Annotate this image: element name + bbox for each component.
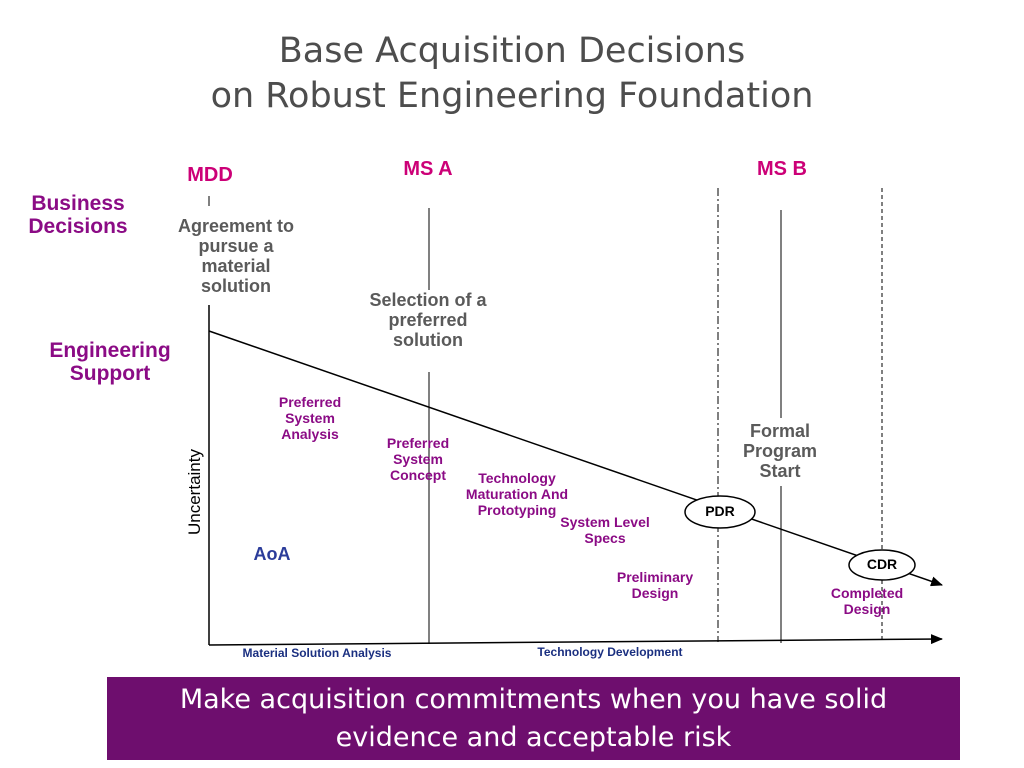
business-decisions-label: Business Decisions xyxy=(28,192,128,238)
ms-a-decision-text: Selection of a preferred solution xyxy=(369,290,487,350)
preferred-system-analysis: Preferred System Analysis xyxy=(278,394,342,442)
title-line-1: Base Acquisition Decisions xyxy=(278,31,746,71)
uncertainty-line xyxy=(208,330,943,587)
cdr-ellipse xyxy=(848,549,916,581)
x-axis xyxy=(208,634,943,646)
banner-text: Make acquisition commitments when you ha… xyxy=(179,683,888,753)
pdr-label: PDR xyxy=(705,503,735,519)
cdr-label: CDR xyxy=(866,556,898,572)
title-line-2: on Robust Engineering Foundation xyxy=(210,76,814,116)
aoa-label: AoA xyxy=(253,544,291,564)
key-message-banner: Make acquisition commitments when you ha… xyxy=(107,677,960,760)
ms-a-milestone: MS A xyxy=(403,158,453,180)
phase-technology-development: Technology Development xyxy=(537,645,683,659)
mdd-milestone: MDD xyxy=(187,164,233,186)
system-level-specs: System Level Specs xyxy=(560,514,650,546)
technology-maturation-prototyping: Technology Maturation And Prototyping xyxy=(465,470,569,518)
pdr-ellipse xyxy=(684,495,756,529)
engineering-support-label: Engineering Support xyxy=(49,339,171,385)
preferred-system-concept: Preferred System Concept xyxy=(386,435,450,483)
phase-material-solution-analysis: Material Solution Analysis xyxy=(242,646,392,660)
uncertainty-axis-label: Uncertainty xyxy=(185,449,204,535)
ms-b-decision-text: Formal Program Start xyxy=(742,421,818,481)
ms-b-milestone: MS B xyxy=(757,158,807,180)
mdd-decision-text: Agreement to pursue a material solution xyxy=(177,216,294,296)
preliminary-design: Preliminary Design xyxy=(616,569,694,601)
completed-design: Completed Design xyxy=(830,585,904,617)
